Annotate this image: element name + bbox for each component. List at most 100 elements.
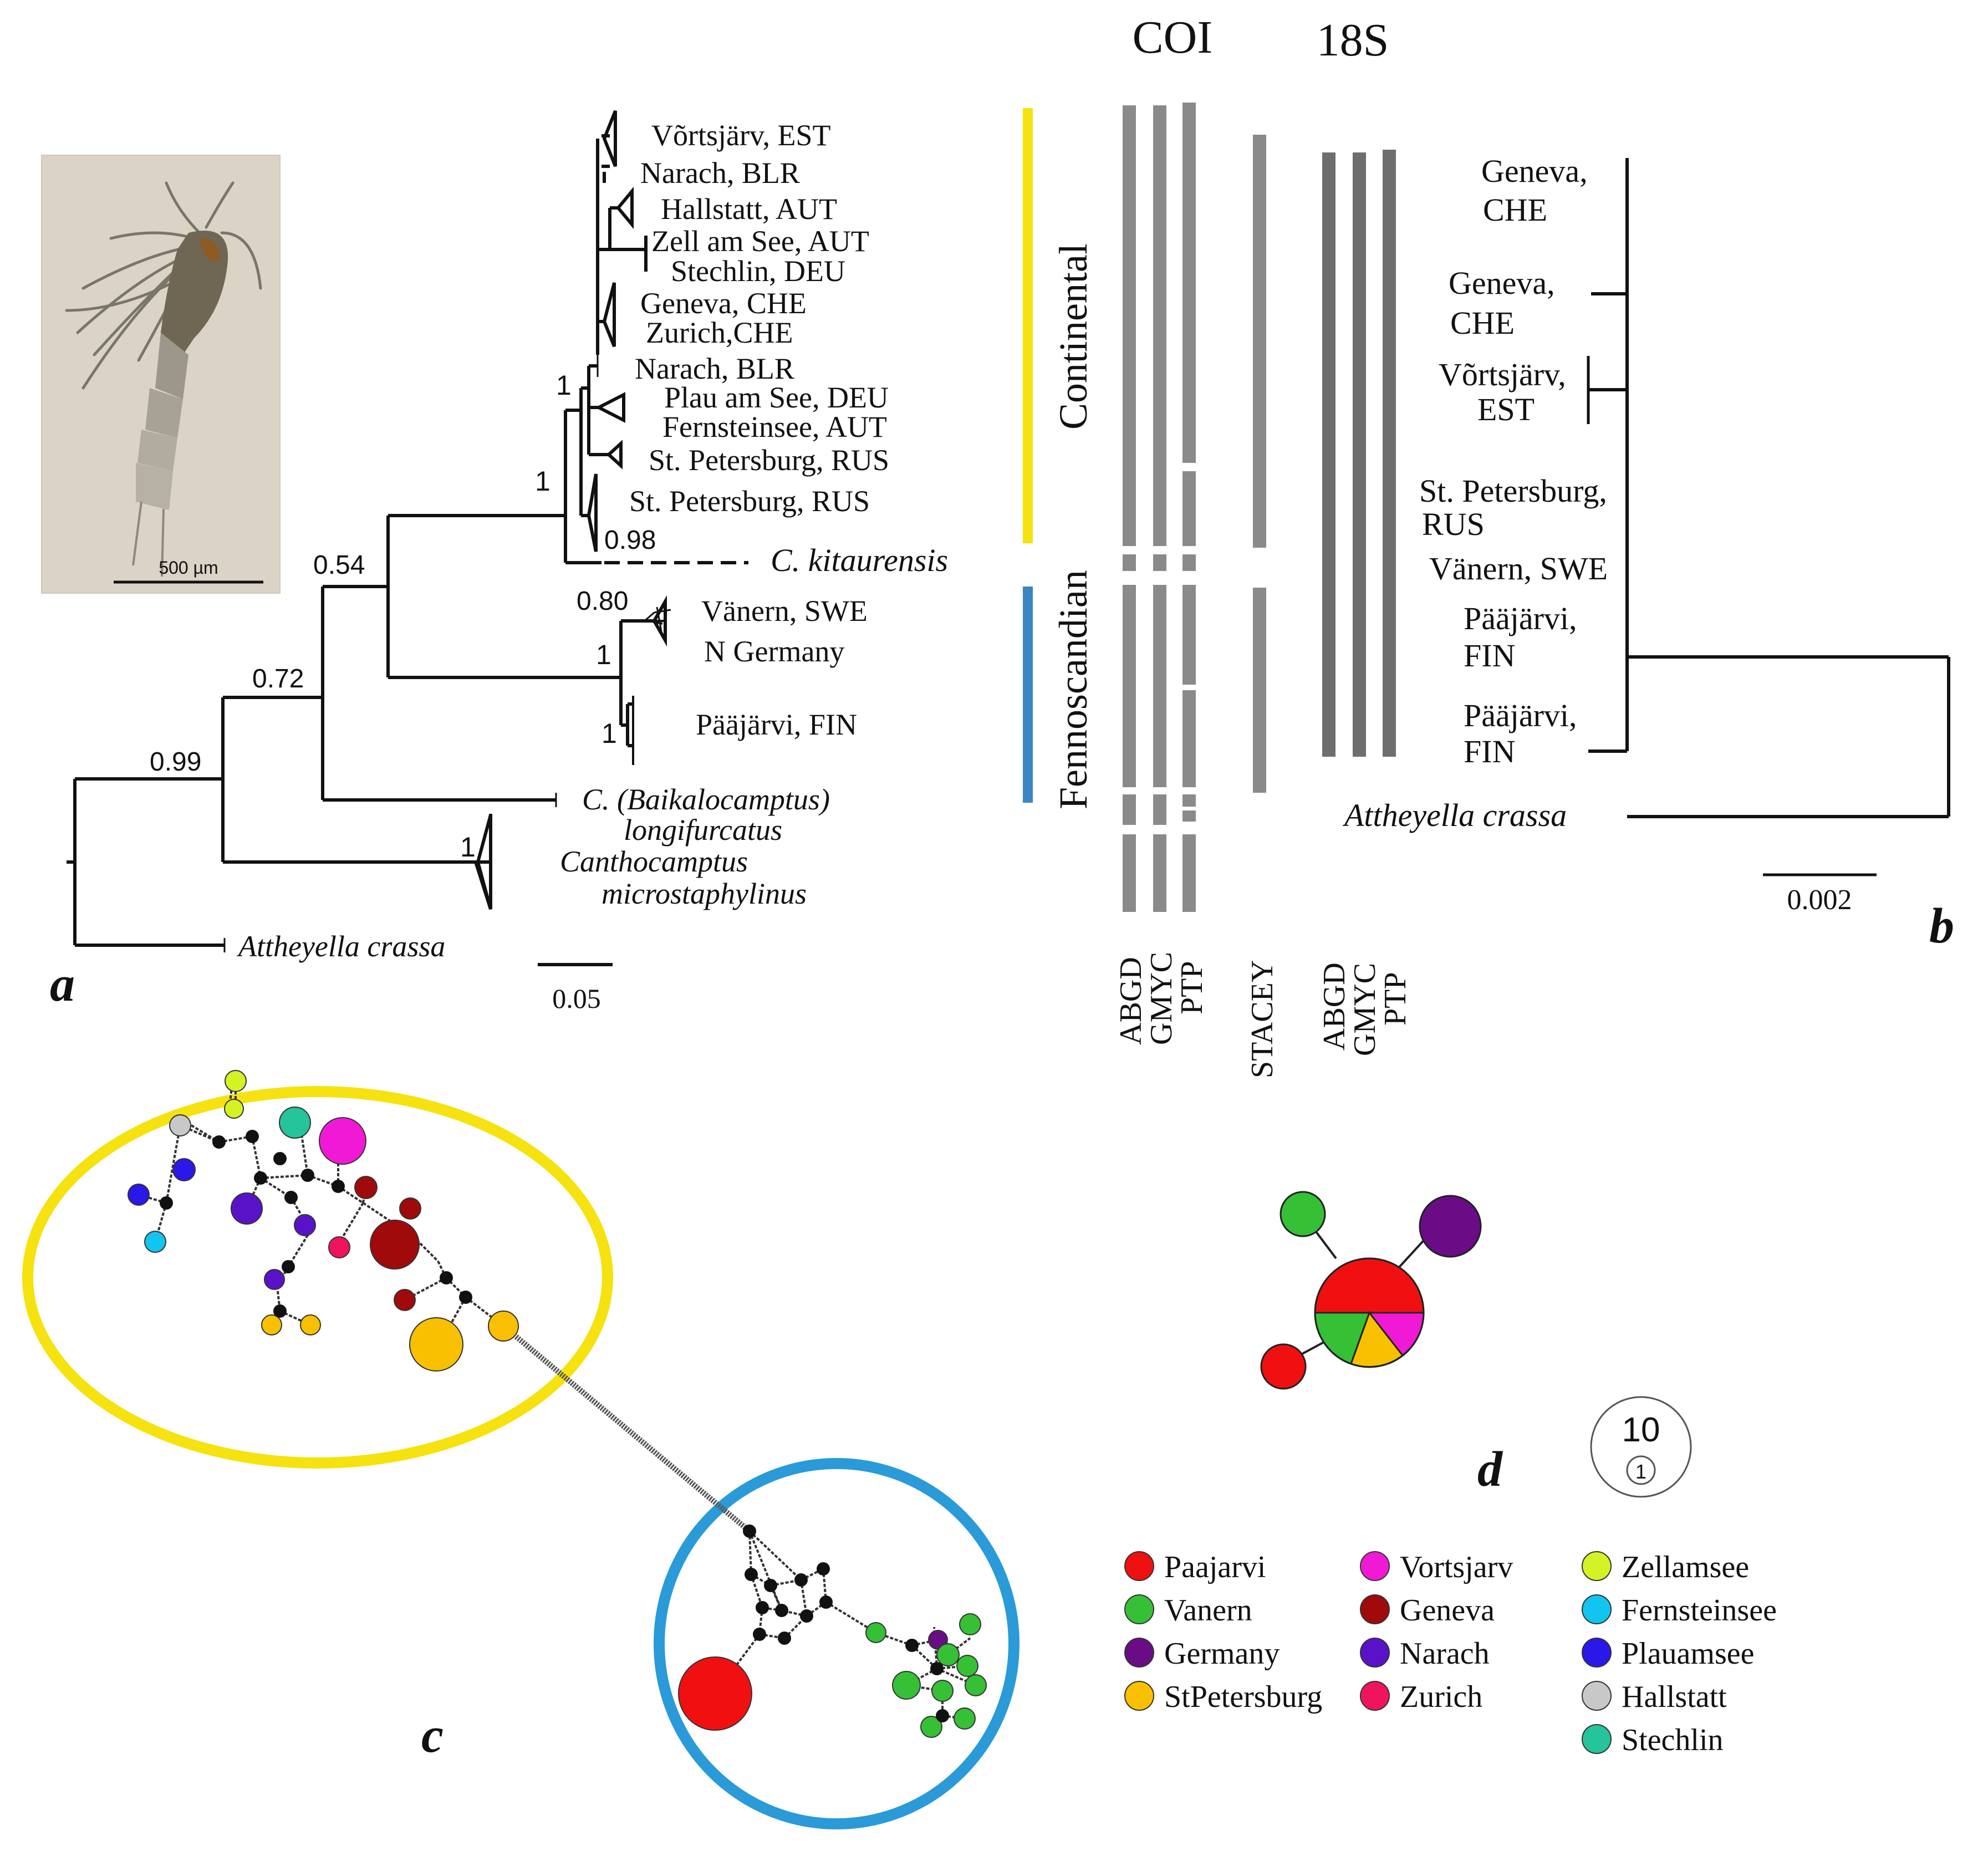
- clade-label-fennoscandian: Fennoscandian: [1051, 570, 1095, 809]
- tip-label: CHE: [1483, 192, 1547, 228]
- legend-label: Fernsteinsee: [1622, 1593, 1777, 1628]
- tip-label: Võrtsjärv,: [1439, 356, 1566, 392]
- method-label: ABGD: [1317, 962, 1352, 1051]
- tip-label: FIN: [1464, 733, 1515, 769]
- population-legend: Paajarvi Vanern Germany StPetersburg Vor…: [1124, 1550, 1777, 1757]
- legend-item: Vortsjarv: [1360, 1550, 1513, 1584]
- legend-item: Germany: [1124, 1636, 1280, 1671]
- tip-label: RUS: [1422, 506, 1485, 542]
- tip-label-canthocamptus: microstaphylinus: [602, 877, 807, 910]
- tip-label: Narach, BLR: [635, 352, 794, 385]
- method-label: PTP: [1175, 961, 1209, 1015]
- legend-label: Zurich: [1400, 1680, 1482, 1714]
- legend-label: Vanern: [1164, 1593, 1252, 1628]
- legend-item: Narach: [1360, 1636, 1490, 1671]
- continental-bar: [1023, 108, 1033, 543]
- tip-label: Zurich,CHE: [646, 316, 793, 349]
- legend-item: Hallstatt: [1582, 1680, 1727, 1714]
- panel-letter-a: a: [50, 957, 75, 1012]
- method-label: STACEY: [1245, 960, 1280, 1078]
- continental-ellipse: [22, 1086, 613, 1469]
- tip-label: Pääjärvi,: [1464, 600, 1577, 636]
- tip-label: Hallstatt, AUT: [661, 192, 837, 226]
- tip-label: Geneva,: [1481, 153, 1588, 189]
- legend-label: Paajarvi: [1164, 1550, 1266, 1584]
- tip-label: Pääjärvi, FIN: [696, 708, 857, 741]
- method-label: GMYC: [1348, 963, 1382, 1056]
- fennoscandian-bar: [1023, 587, 1033, 803]
- tree-b: [1587, 158, 1950, 876]
- tree-a-scale: 0.05: [538, 963, 613, 1014]
- tree-b-tips: Geneva, CHE Geneva, CHE Võrtsjärv, EST S…: [1342, 153, 1852, 916]
- tip-label: N Germany: [704, 635, 844, 668]
- legend-item: Stechlin: [1582, 1723, 1724, 1757]
- tree-a-tips: Võrtsjärv, EST Narach, BLR Hallstatt, AU…: [237, 119, 948, 963]
- tip-label: Geneva,: [1449, 265, 1555, 301]
- tip-label: CHE: [1450, 305, 1515, 341]
- panel-letter-c: c: [421, 1708, 444, 1763]
- tip-label: Geneva, CHE: [640, 287, 807, 320]
- copepod-photo: 500 µm: [41, 155, 281, 594]
- tip-label: Vänern, SWE: [701, 594, 868, 628]
- support-value: 0.54: [313, 550, 365, 580]
- haplotype-network-d: [1260, 1191, 1692, 1498]
- method-label: ABGD: [1114, 957, 1148, 1045]
- panel-letter-b: b: [1929, 899, 1954, 954]
- support-value: 0.80: [577, 587, 628, 616]
- legend-label: Narach: [1400, 1636, 1490, 1671]
- legend-item: Plauamsee: [1582, 1636, 1754, 1671]
- scale-label: 0.002: [1787, 884, 1852, 916]
- tip-label: Zell am See, AUT: [651, 225, 869, 258]
- legend-label: Plauamsee: [1622, 1636, 1754, 1671]
- network-size-10: 10: [1622, 1411, 1660, 1449]
- legend-label: Zellamsee: [1622, 1550, 1749, 1584]
- tip-label: Vänern, SWE: [1429, 550, 1608, 587]
- tree-a: [67, 110, 748, 952]
- tip-label-baikal: longifurcatus: [624, 813, 782, 847]
- network-size-1: 1: [1635, 1460, 1647, 1483]
- tip-label-attheyella: Attheyella crassa: [237, 930, 445, 963]
- tip-label-attheyella: Attheyella crassa: [1342, 797, 1567, 833]
- coi-title: COI: [1133, 12, 1213, 63]
- support-value: 0.72: [252, 664, 304, 694]
- support-value: 1: [460, 832, 476, 863]
- tip-label-kitaurensis: C. kitaurensis: [771, 542, 948, 578]
- legend-label: Hallstatt: [1622, 1680, 1727, 1714]
- support-value: 1: [602, 718, 617, 749]
- support-value: 0.98: [604, 526, 656, 555]
- legend-item: Vanern: [1124, 1593, 1252, 1628]
- fennoscandian-ellipse: [654, 1458, 1020, 1829]
- legend-item: StPetersburg: [1124, 1680, 1322, 1714]
- tip-label: St. Petersburg,: [1419, 473, 1607, 509]
- legend-item: Zurich: [1360, 1680, 1482, 1714]
- legend-item: Geneva: [1360, 1593, 1495, 1628]
- photo-scale-label: 500 µm: [159, 558, 218, 578]
- tip-label: FIN: [1464, 638, 1515, 674]
- legend-label: Geneva: [1400, 1593, 1495, 1628]
- legend-item: Fernsteinsee: [1582, 1593, 1777, 1628]
- panel-letter-d: d: [1477, 1442, 1503, 1497]
- support-value: 1: [596, 639, 611, 670]
- tip-label: Võrtsjärv, EST: [651, 119, 830, 152]
- legend-label: Stechlin: [1622, 1723, 1724, 1757]
- tip-label: EST: [1477, 391, 1535, 427]
- legend-item: Paajarvi: [1124, 1550, 1266, 1584]
- 18s-title: 18S: [1317, 14, 1389, 66]
- tip-label: Fernsteinsee, AUT: [662, 410, 887, 443]
- tip-label-canthocamptus: Canthocamptus: [560, 845, 748, 878]
- species-delimitation-bars: COI 18S: [1114, 12, 1413, 1078]
- legend-label: StPetersburg: [1164, 1680, 1322, 1714]
- tip-label: St. Petersburg, RUS: [629, 485, 870, 518]
- tip-label: Stechlin, DEU: [671, 254, 845, 288]
- legend-item: Zellamsee: [1582, 1550, 1749, 1584]
- tree-a-supports: 0.99 0.72 0.54 1 1 0.98 0.80 1 1 1: [150, 370, 656, 863]
- tip-label: Narach, BLR: [640, 156, 800, 190]
- support-value: 1: [535, 466, 550, 497]
- legend-label: Vortsjarv: [1400, 1550, 1513, 1584]
- haplotype-network-c: [22, 1070, 1020, 1829]
- tip-label: Plau am See, DEU: [664, 381, 889, 414]
- scale-label: 0.05: [552, 983, 601, 1014]
- clade-bars: Continental Fennoscandian: [1023, 108, 1095, 809]
- clade-label-continental: Continental: [1051, 243, 1095, 430]
